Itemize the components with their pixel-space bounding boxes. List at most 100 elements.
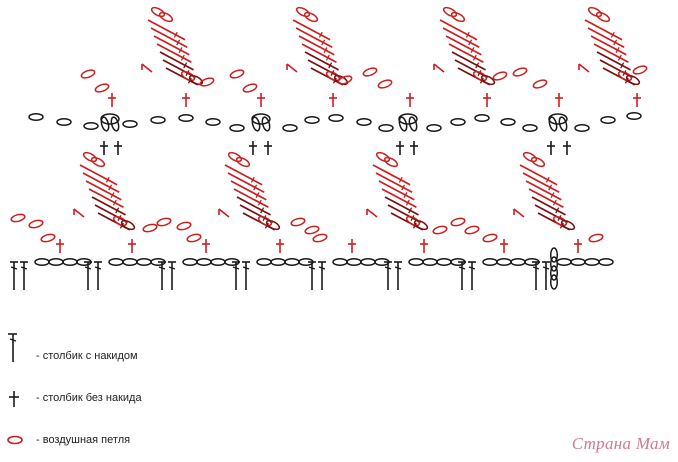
chain-stitch	[303, 11, 319, 23]
dc-stitch-bar	[168, 266, 176, 270]
chain-stitch	[235, 156, 251, 168]
fan-stitch-bar	[325, 54, 330, 61]
fan-stitch	[442, 27, 480, 48]
chain-stitch	[150, 115, 166, 125]
chain-stitch	[598, 257, 614, 267]
fan-stitch	[159, 51, 194, 71]
dc-stitch-bar	[458, 266, 466, 270]
fan-stitch-bar	[610, 31, 615, 38]
fan-stitch-bar	[330, 70, 335, 76]
chain-stitch	[56, 117, 72, 127]
chain-stitch	[210, 257, 226, 267]
fan-stitch-bar	[615, 47, 620, 54]
chain-stitch	[28, 219, 44, 229]
fan-stitch	[596, 51, 631, 71]
chain-stitch	[632, 65, 648, 75]
dc-stitch-bar	[94, 266, 102, 270]
fan-stitch-bar	[552, 199, 557, 206]
chain-stitch	[522, 151, 538, 163]
chain-stitch	[549, 265, 559, 281]
chain-stitch	[436, 257, 452, 267]
chain-stitch	[405, 215, 421, 227]
chain-stitch	[464, 225, 480, 235]
chain-stitch	[398, 116, 408, 132]
fan-stitch	[584, 19, 623, 41]
fan-stitch	[233, 188, 269, 209]
fan-hook	[73, 208, 85, 218]
fan-stitch	[587, 27, 625, 48]
chain-stitch	[560, 219, 576, 231]
chain-stitch	[474, 113, 490, 123]
fan-stitch	[301, 43, 337, 64]
fan-stitch	[519, 164, 558, 186]
fan-stitch	[381, 188, 417, 209]
chain-stitch	[328, 113, 344, 123]
fan-stitch-bar	[620, 62, 625, 69]
dc-stitch-bar	[542, 266, 550, 270]
chain-stitch	[360, 257, 376, 267]
fan-stitch	[375, 172, 413, 193]
fan-stitch-bar	[108, 184, 113, 191]
fan-stitch	[384, 196, 419, 216]
chain-stitch	[500, 117, 516, 127]
chain-stitch	[270, 257, 286, 267]
chain-stitch	[558, 116, 568, 132]
chain-stitch	[10, 213, 26, 223]
fan-stitch	[224, 164, 263, 186]
chain-stitch	[242, 83, 258, 93]
chain-stitch	[378, 123, 394, 133]
fan-stitch	[593, 43, 629, 64]
fan-stitch-bar	[472, 54, 477, 61]
fan-stitch-bar	[183, 62, 188, 69]
chain-stitch	[480, 74, 496, 86]
chain-stitch	[112, 215, 128, 227]
fan-stitch-bar	[318, 31, 323, 38]
chain-stitch	[626, 111, 642, 121]
fan-stitch-bar	[250, 176, 255, 183]
chain-stitch	[122, 119, 138, 129]
fan-stitch	[295, 27, 333, 48]
fan-stitch-bar	[105, 176, 110, 183]
dc-stitch-bar	[468, 266, 476, 270]
sc-symbol	[9, 391, 19, 407]
fan-stitch	[230, 180, 267, 201]
chain-stitch	[549, 274, 559, 290]
chain-stitch	[426, 123, 442, 133]
fan-stitch-bar	[545, 176, 550, 183]
chain-stitch	[282, 123, 298, 133]
fan-stitch	[599, 59, 634, 79]
fan-stitch	[85, 180, 122, 201]
fan-hook	[513, 208, 525, 218]
fan-stitch-bar	[117, 215, 122, 221]
chain-stitch	[180, 70, 196, 82]
fan-stitch-bar	[176, 39, 181, 46]
chain-stitch	[251, 116, 261, 132]
chain-stitch	[82, 151, 98, 163]
fan-stitch-bar	[622, 70, 627, 76]
fan-stitch-bar	[180, 54, 185, 61]
fan-stitch	[525, 180, 562, 201]
chain-stitch	[176, 221, 192, 231]
fan-stitch-bar	[115, 207, 120, 214]
fan-stitch-bar	[253, 184, 258, 191]
fan-stitch-bar	[613, 39, 618, 46]
fan-stitch	[236, 196, 271, 216]
chain-stitch	[482, 233, 498, 243]
chain-stitch	[142, 223, 158, 233]
chain-stitch	[90, 156, 106, 168]
fan-stitch	[307, 59, 342, 79]
chain-stitch	[80, 69, 96, 79]
chain-stitch	[304, 115, 320, 125]
dc-stitch-bar	[532, 266, 540, 270]
chain-stitch	[182, 257, 198, 267]
fan-stitch-bar	[468, 39, 473, 46]
cluster-loop	[100, 113, 120, 125]
chain-stitch	[205, 117, 221, 127]
fan-stitch	[372, 164, 411, 186]
fan-stitch	[528, 188, 564, 209]
cluster-loop	[398, 113, 418, 125]
chain-stitch	[587, 6, 603, 18]
fan-stitch	[156, 43, 192, 64]
chain-legend-label: - воздушная петля	[36, 434, 131, 446]
fan-stitch-bar	[255, 192, 260, 199]
